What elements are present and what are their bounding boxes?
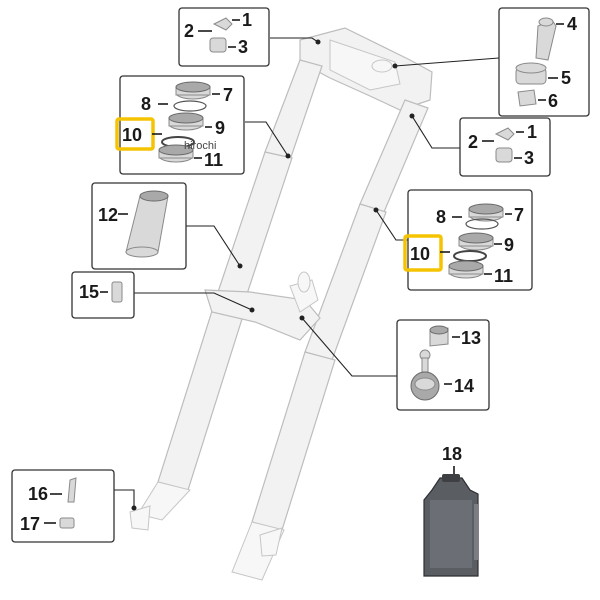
callout-12: 12 bbox=[98, 205, 118, 225]
callout-13: 13 bbox=[461, 328, 481, 348]
callout-box-steering-stem: 4 5 6 bbox=[498, 7, 590, 117]
callout-box-fork-tube: 12 bbox=[91, 182, 187, 270]
callout-7: 7 bbox=[223, 85, 233, 105]
fork-oil-bottle: 18 bbox=[423, 444, 479, 577]
highlight-box-right bbox=[403, 234, 443, 272]
callout-9: 9 bbox=[504, 235, 514, 255]
bush-part bbox=[209, 37, 227, 53]
callout-3: 3 bbox=[238, 37, 248, 57]
callout-18: 18 bbox=[442, 444, 462, 464]
callout-10: 10 bbox=[122, 125, 142, 145]
callout-15: 15 bbox=[79, 282, 99, 302]
callout-3: 3 bbox=[524, 148, 534, 168]
callout-box-axle-bolts: 16 17 bbox=[11, 469, 115, 543]
screw-part bbox=[59, 517, 75, 529]
callout-17: 17 bbox=[20, 514, 40, 534]
callout-box-bolt-right: 2 1 3 bbox=[459, 117, 551, 177]
callout-box-bolt-top: 2 1 3 bbox=[178, 7, 270, 67]
callout-8: 8 bbox=[141, 94, 151, 114]
callout-box-clamp-bolt: 15 bbox=[71, 271, 135, 319]
callout-5: 5 bbox=[561, 68, 571, 88]
callout-11: 11 bbox=[204, 150, 223, 170]
washer-part bbox=[494, 127, 515, 141]
callout-10: 10 bbox=[410, 244, 430, 264]
callout-11: 11 bbox=[494, 266, 513, 286]
callout-1: 1 bbox=[242, 10, 252, 30]
callout-8: 8 bbox=[436, 207, 446, 227]
callout-6: 6 bbox=[548, 91, 558, 111]
callout-box-seal-left: 7 8 9 11 10 hirochi bbox=[115, 75, 245, 175]
callout-2: 2 bbox=[184, 21, 194, 41]
leader-lines bbox=[114, 37, 500, 511]
pin-part bbox=[67, 477, 77, 503]
callout-1: 1 bbox=[527, 122, 537, 142]
callout-2: 2 bbox=[468, 132, 478, 152]
washer-part bbox=[212, 17, 233, 31]
callout-14: 14 bbox=[454, 376, 474, 396]
callout-box-seal-right: 7 8 9 11 10 bbox=[403, 189, 533, 291]
watermark-text: hirochi bbox=[184, 140, 216, 152]
callout-7: 7 bbox=[514, 205, 524, 225]
bolt-part bbox=[111, 281, 123, 303]
bush-part bbox=[495, 147, 513, 163]
callout-4: 4 bbox=[567, 14, 577, 34]
callout-9: 9 bbox=[215, 118, 225, 138]
sleeve-part bbox=[517, 89, 537, 107]
callout-16: 16 bbox=[28, 484, 48, 504]
callout-box-valve: 13 14 bbox=[396, 319, 490, 411]
front-fork-assembly bbox=[129, 27, 433, 581]
